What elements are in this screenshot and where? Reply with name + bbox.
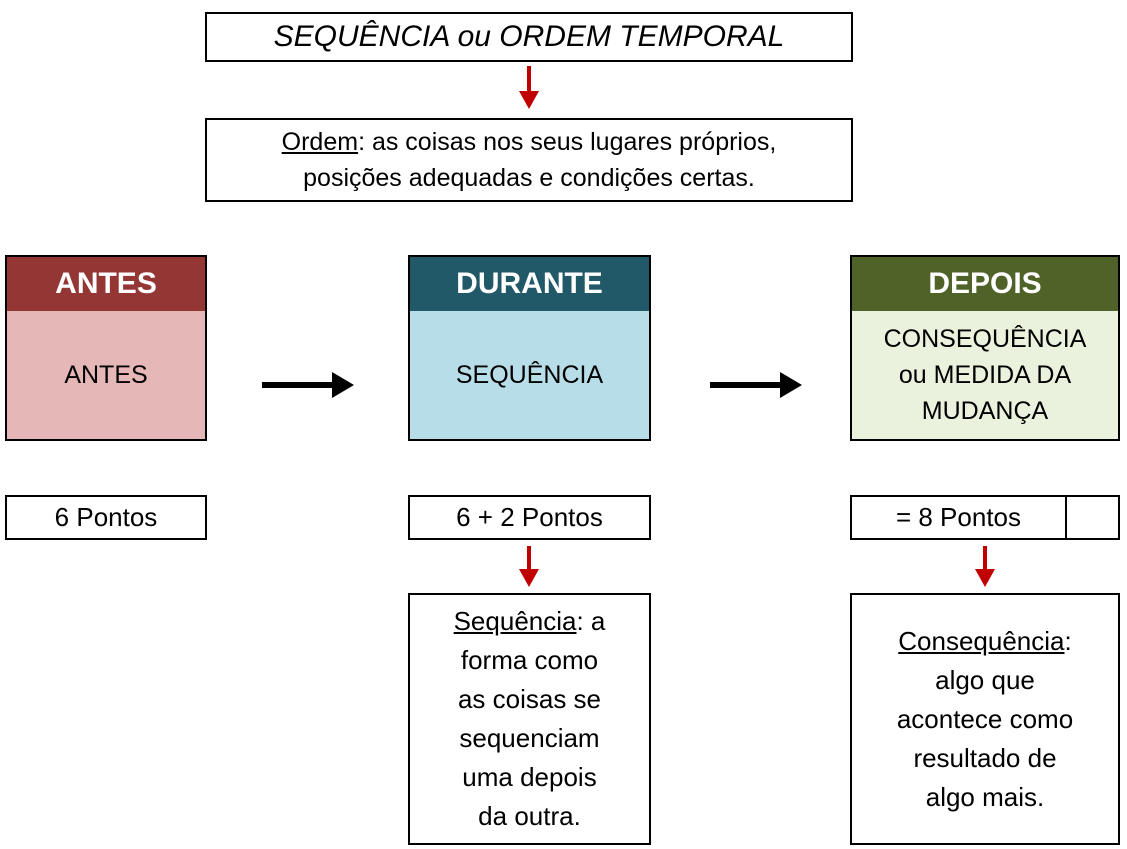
antes-points-label: 6 Pontos	[54, 502, 158, 532]
sequencia-definition-text: Sequência: a forma como as coisas se seq…	[454, 602, 606, 836]
antes-header-label: ANTES	[55, 267, 157, 300]
consequencia-term: Consequência	[898, 625, 1065, 656]
antes-body: ANTES	[5, 311, 207, 441]
sequencia-definition-box: Sequência: a forma como as coisas se seq…	[408, 593, 651, 845]
antes-points-box: 6 Pontos	[5, 495, 207, 540]
depois-header: DEPOIS	[850, 255, 1120, 313]
ordem-definition-text: Ordem: as coisas nos seus lugares própri…	[282, 124, 777, 197]
title-box: SEQUÊNCIA ou ORDEM TEMPORAL	[205, 12, 853, 62]
down-arrow-icon	[511, 64, 547, 112]
down-arrow-icon	[511, 544, 547, 590]
right-arrow-icon	[708, 365, 803, 405]
ordem-term: Ordem	[281, 127, 359, 156]
depois-body-label: CONSEQUÊNCIA ou MEDIDA DA MUDANÇA	[883, 324, 1087, 426]
antes-body-label: ANTES	[64, 360, 148, 389]
right-arrow-svg	[262, 372, 354, 398]
depois-body: CONSEQUÊNCIA ou MEDIDA DA MUDANÇA	[850, 311, 1120, 441]
consequencia-definition-text: Consequência: algo que acontece como res…	[897, 622, 1073, 817]
depois-points-box: = 8 Pontos	[850, 495, 1120, 540]
antes-points-inner: 6 Pontos	[7, 497, 205, 538]
diagram-title: SEQUÊNCIA ou ORDEM TEMPORAL	[273, 20, 785, 53]
depois-points-label: = 8 Pontos	[895, 502, 1022, 532]
sequencia-term: Sequência	[453, 606, 577, 636]
ordem-definition-box: Ordem: as coisas nos seus lugares própri…	[205, 118, 853, 202]
points-box-divider	[1065, 497, 1067, 538]
consequencia-rest: : algo que acontece como resultado de al…	[896, 625, 1074, 812]
sequencia-rest: : a forma como as coisas se sequenciam u…	[457, 606, 606, 831]
down-arrow-svg	[975, 546, 995, 587]
antes-header: ANTES	[5, 255, 207, 313]
right-arrow-svg	[710, 372, 802, 398]
ordem-rest: : as coisas nos seus lugares próprios, p…	[303, 127, 777, 192]
depois-header-label: DEPOIS	[928, 267, 1042, 300]
durante-header-label: DURANTE	[456, 267, 603, 300]
down-arrow-icon	[967, 544, 1003, 590]
durante-body: SEQUÊNCIA	[408, 311, 651, 441]
durante-body-label: SEQUÊNCIA	[455, 360, 604, 389]
durante-points-box: 6 + 2 Pontos	[408, 495, 651, 540]
consequencia-definition-box: Consequência: algo que acontece como res…	[850, 593, 1120, 845]
durante-points-label: 6 + 2 Pontos	[456, 502, 603, 532]
down-arrow-svg	[519, 66, 539, 109]
down-arrow-svg	[519, 546, 539, 587]
durante-header: DURANTE	[408, 255, 651, 313]
durante-points-inner: 6 + 2 Pontos	[410, 497, 649, 538]
right-arrow-icon	[260, 365, 355, 405]
depois-points-inner: = 8 Pontos	[852, 497, 1065, 538]
